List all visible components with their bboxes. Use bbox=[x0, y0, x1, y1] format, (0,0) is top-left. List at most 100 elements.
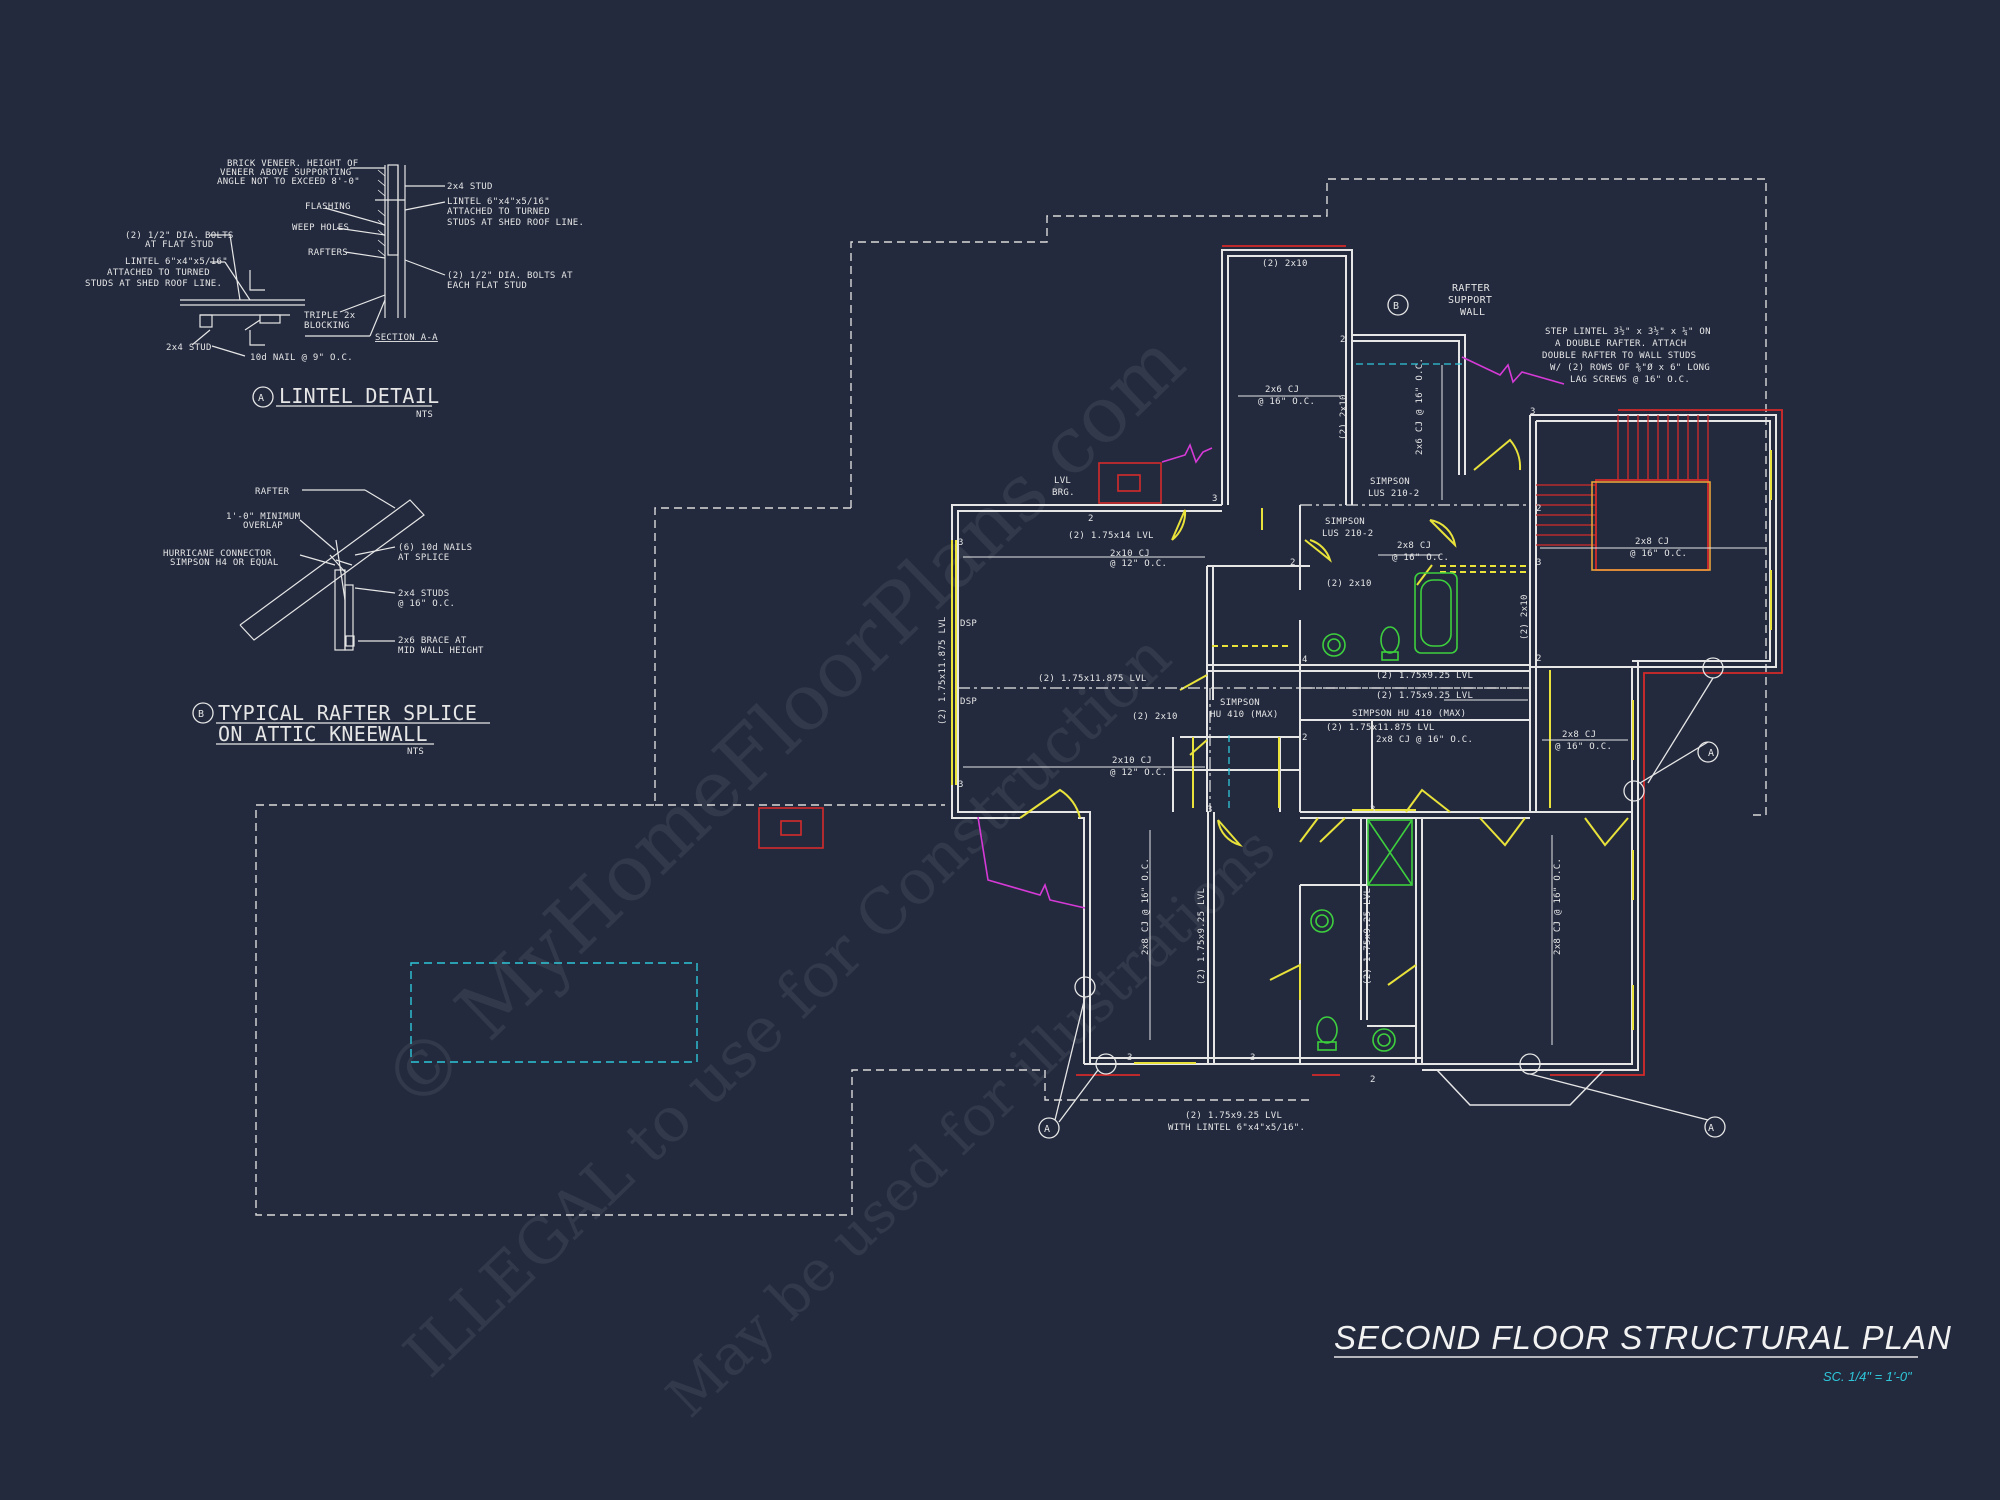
section-tag-a-label-3: A bbox=[1708, 748, 1714, 759]
rafter-note-studs-2: @ 16" O.C. bbox=[398, 599, 455, 609]
lintel-note-brick-2: VENEER ABOVE SUPPORTING bbox=[220, 168, 352, 178]
svg-text:3: 3 bbox=[1207, 805, 1213, 815]
doors-headers bbox=[951, 438, 1772, 1064]
note-hu-a-1: SIMPSON bbox=[1220, 698, 1260, 708]
note-stair-cj-2: @ 16" O.C. bbox=[1630, 549, 1687, 559]
chimney-upper bbox=[1098, 462, 1162, 504]
plumbing-fixtures bbox=[1310, 572, 1458, 1052]
lintel-note-lintel1-b: ATTACHED TO TURNED bbox=[447, 207, 550, 217]
note-lus-a-2: LUS 210-2 bbox=[1368, 489, 1419, 499]
note-hu-b: SIMPSON HU 410 (MAX) bbox=[1352, 709, 1466, 719]
note-lvl-925-v2: (2) 1.75x9.25 LVL bbox=[1363, 888, 1373, 985]
drawing-title: SECOND FLOOR STRUCTURAL PLAN bbox=[1334, 1319, 1952, 1356]
note-rafter-support-3: WALL bbox=[1460, 307, 1485, 318]
svg-text:3: 3 bbox=[1530, 407, 1536, 417]
rafter-note-hurricane-1: HURRICANE CONNECTOR bbox=[163, 549, 272, 559]
note-cj-2x6-b: 2x6 CJ @ 16" O.C. bbox=[1415, 358, 1425, 455]
stair-treads bbox=[1536, 415, 1709, 546]
roof-outline-upper bbox=[850, 178, 1767, 816]
note-step-lintel-4: W/ (2) ROWS OF ⅜"Ø x 6" LONG bbox=[1550, 362, 1710, 373]
span-lines bbox=[963, 365, 1765, 1045]
note-lvl-1014: (2) 1.75x14 LVL bbox=[1068, 531, 1154, 541]
note-cj-2x8-mid-2: @ 16" O.C. bbox=[1392, 553, 1449, 563]
lintel-note-bolts1-a: (2) 1/2" DIA. BOLTS bbox=[125, 231, 234, 241]
lintel-note-triple-1: TRIPLE 2x bbox=[304, 311, 356, 321]
note-v-2x10: (2) 2x10 bbox=[1339, 394, 1349, 440]
svg-text:2: 2 bbox=[1340, 335, 1346, 345]
svg-text:2: 2 bbox=[1536, 504, 1542, 514]
svg-text:2: 2 bbox=[1370, 1075, 1376, 1085]
shower bbox=[1367, 819, 1413, 886]
title-block: SECOND FLOOR STRUCTURAL PLAN SC. 1/4" = … bbox=[1334, 1319, 1952, 1384]
lintel-tag: A bbox=[258, 393, 264, 404]
svg-text:2: 2 bbox=[1290, 558, 1296, 568]
rafter-note-nails-2: AT SPLICE bbox=[398, 553, 449, 563]
section-tag-a-label-1: A bbox=[1708, 1123, 1714, 1134]
svg-text:2: 2 bbox=[1088, 514, 1094, 524]
note-lus-b-2: LUS 210-2 bbox=[1322, 529, 1373, 539]
lintel-title: LINTEL DETAIL bbox=[279, 384, 439, 408]
lintel-note-stud-left: 2x4 STUD bbox=[166, 343, 212, 353]
note-lvl-11875-b: (2) 1.75x11.875 LVL bbox=[1326, 723, 1435, 733]
rafter-nts: NTS bbox=[407, 747, 424, 757]
rafter-note-brace-2: MID WALL HEIGHT bbox=[398, 646, 484, 656]
lintel-note-brick-3: ANGLE NOT TO EXCEED 8'-0" bbox=[217, 177, 360, 187]
lintel-note-triple-2: BLOCKING bbox=[304, 321, 350, 331]
svg-text:2: 2 bbox=[1302, 733, 1308, 743]
break-lines bbox=[977, 356, 1565, 909]
lintel-section-label: SECTION A-A bbox=[375, 333, 438, 343]
chimney-lower bbox=[758, 807, 824, 849]
note-cj-2x8-lb: 2x8 CJ @ 16" O.C. bbox=[1141, 858, 1151, 955]
svg-text:3: 3 bbox=[1127, 1053, 1133, 1063]
svg-text:2: 2 bbox=[1536, 654, 1542, 664]
svg-text:3: 3 bbox=[958, 538, 964, 548]
note-cj-2x8-rb: 2x8 CJ @ 16" O.C. bbox=[1553, 858, 1563, 955]
note-lvl-left-vertical: (2) 1.75x11.875 LVL bbox=[938, 616, 948, 725]
note-bottom-lvl-1: (2) 1.75x9.25 LVL bbox=[1185, 1111, 1282, 1121]
rafter-splice-detail: RAFTER 1'-0" MINIMUM OVERLAP HURRICANE C… bbox=[163, 487, 490, 757]
lintel-note-rafters: RAFTERS bbox=[308, 248, 348, 258]
toilet-lower bbox=[1316, 1016, 1338, 1044]
section-tag-b-label: B bbox=[1393, 301, 1399, 312]
note-step-lintel-3: DOUBLE RAFTER TO WALL STUDS bbox=[1542, 351, 1696, 361]
rafter-tag: B bbox=[198, 709, 204, 720]
point-load-marks: 3 2 2 3 2 3 2 2 4 2 3 3 3 3 3 3 2 bbox=[958, 335, 1542, 1085]
rafter-title-2: ON ATTIC KNEEWALL bbox=[218, 722, 428, 746]
rafter-note-overlap-1: 1'-0" MINIMUM bbox=[226, 512, 301, 522]
lintel-note-bolts1-b: AT FLAT STUD bbox=[145, 240, 214, 250]
sink-lower bbox=[1310, 909, 1334, 933]
note-lvl-925-v1: (2) 1.75x9.25 LVL bbox=[1197, 888, 1207, 985]
section-tag-b bbox=[1387, 294, 1409, 316]
rafter-note-studs-1: 2x4 STUDS bbox=[398, 589, 449, 599]
note-mid-2x10: (2) 2x10 bbox=[1326, 579, 1372, 589]
note-stair-cj-1: 2x8 CJ bbox=[1635, 537, 1669, 547]
rafter-title-1: TYPICAL RAFTER SPLICE bbox=[218, 701, 477, 725]
note-right-2x10: (2) 2x10 bbox=[1520, 594, 1530, 640]
svg-text:3: 3 bbox=[1212, 494, 1218, 504]
red-exterior-marks bbox=[1076, 245, 1783, 1076]
bathtub bbox=[1414, 572, 1458, 654]
note-cj-2x8-r-2: @ 16" O.C. bbox=[1555, 742, 1612, 752]
lintel-note-flashing: FLASHING bbox=[305, 202, 351, 212]
rafter-tag-circle bbox=[192, 702, 214, 724]
lintel-note-lintel1-c: STUDS AT SHED ROOF LINE. bbox=[447, 218, 584, 228]
lintel-note-lintel2-b: ATTACHED TO TURNED bbox=[107, 268, 210, 278]
note-cj-2x8-c: 2x8 CJ @ 16" O.C. bbox=[1376, 735, 1473, 745]
svg-text:4: 4 bbox=[1302, 655, 1308, 665]
note-cj-2x6-a-2: @ 16" O.C. bbox=[1258, 397, 1315, 407]
note-lvl-brg-1: LVL bbox=[1054, 476, 1071, 486]
cyan-dashed-box bbox=[410, 962, 698, 1063]
svg-text:3: 3 bbox=[1370, 805, 1376, 815]
note-cj-2x10-a-2: @ 12" O.C. bbox=[1110, 559, 1167, 569]
roof-outline-lower bbox=[255, 507, 1309, 1216]
drawing-scale: SC. 1/4" = 1'-0" bbox=[1823, 1369, 1913, 1384]
note-dsp-2: DSP bbox=[960, 697, 977, 707]
note-cj-2x6-a-1: 2x6 CJ bbox=[1265, 385, 1299, 395]
note-step-lintel-2: A DOUBLE RAFTER. ATTACH bbox=[1555, 339, 1687, 349]
lintel-detail: BRICK VENEER. HEIGHT OF VENEER ABOVE SUP… bbox=[85, 159, 584, 420]
note-bottom-lvl-2: WITH LINTEL 6"x4"x5/16". bbox=[1168, 1123, 1305, 1133]
sink-upper bbox=[1322, 633, 1346, 657]
section-markers bbox=[1038, 294, 1726, 1139]
note-lus-a-1: SIMPSON bbox=[1370, 477, 1410, 487]
